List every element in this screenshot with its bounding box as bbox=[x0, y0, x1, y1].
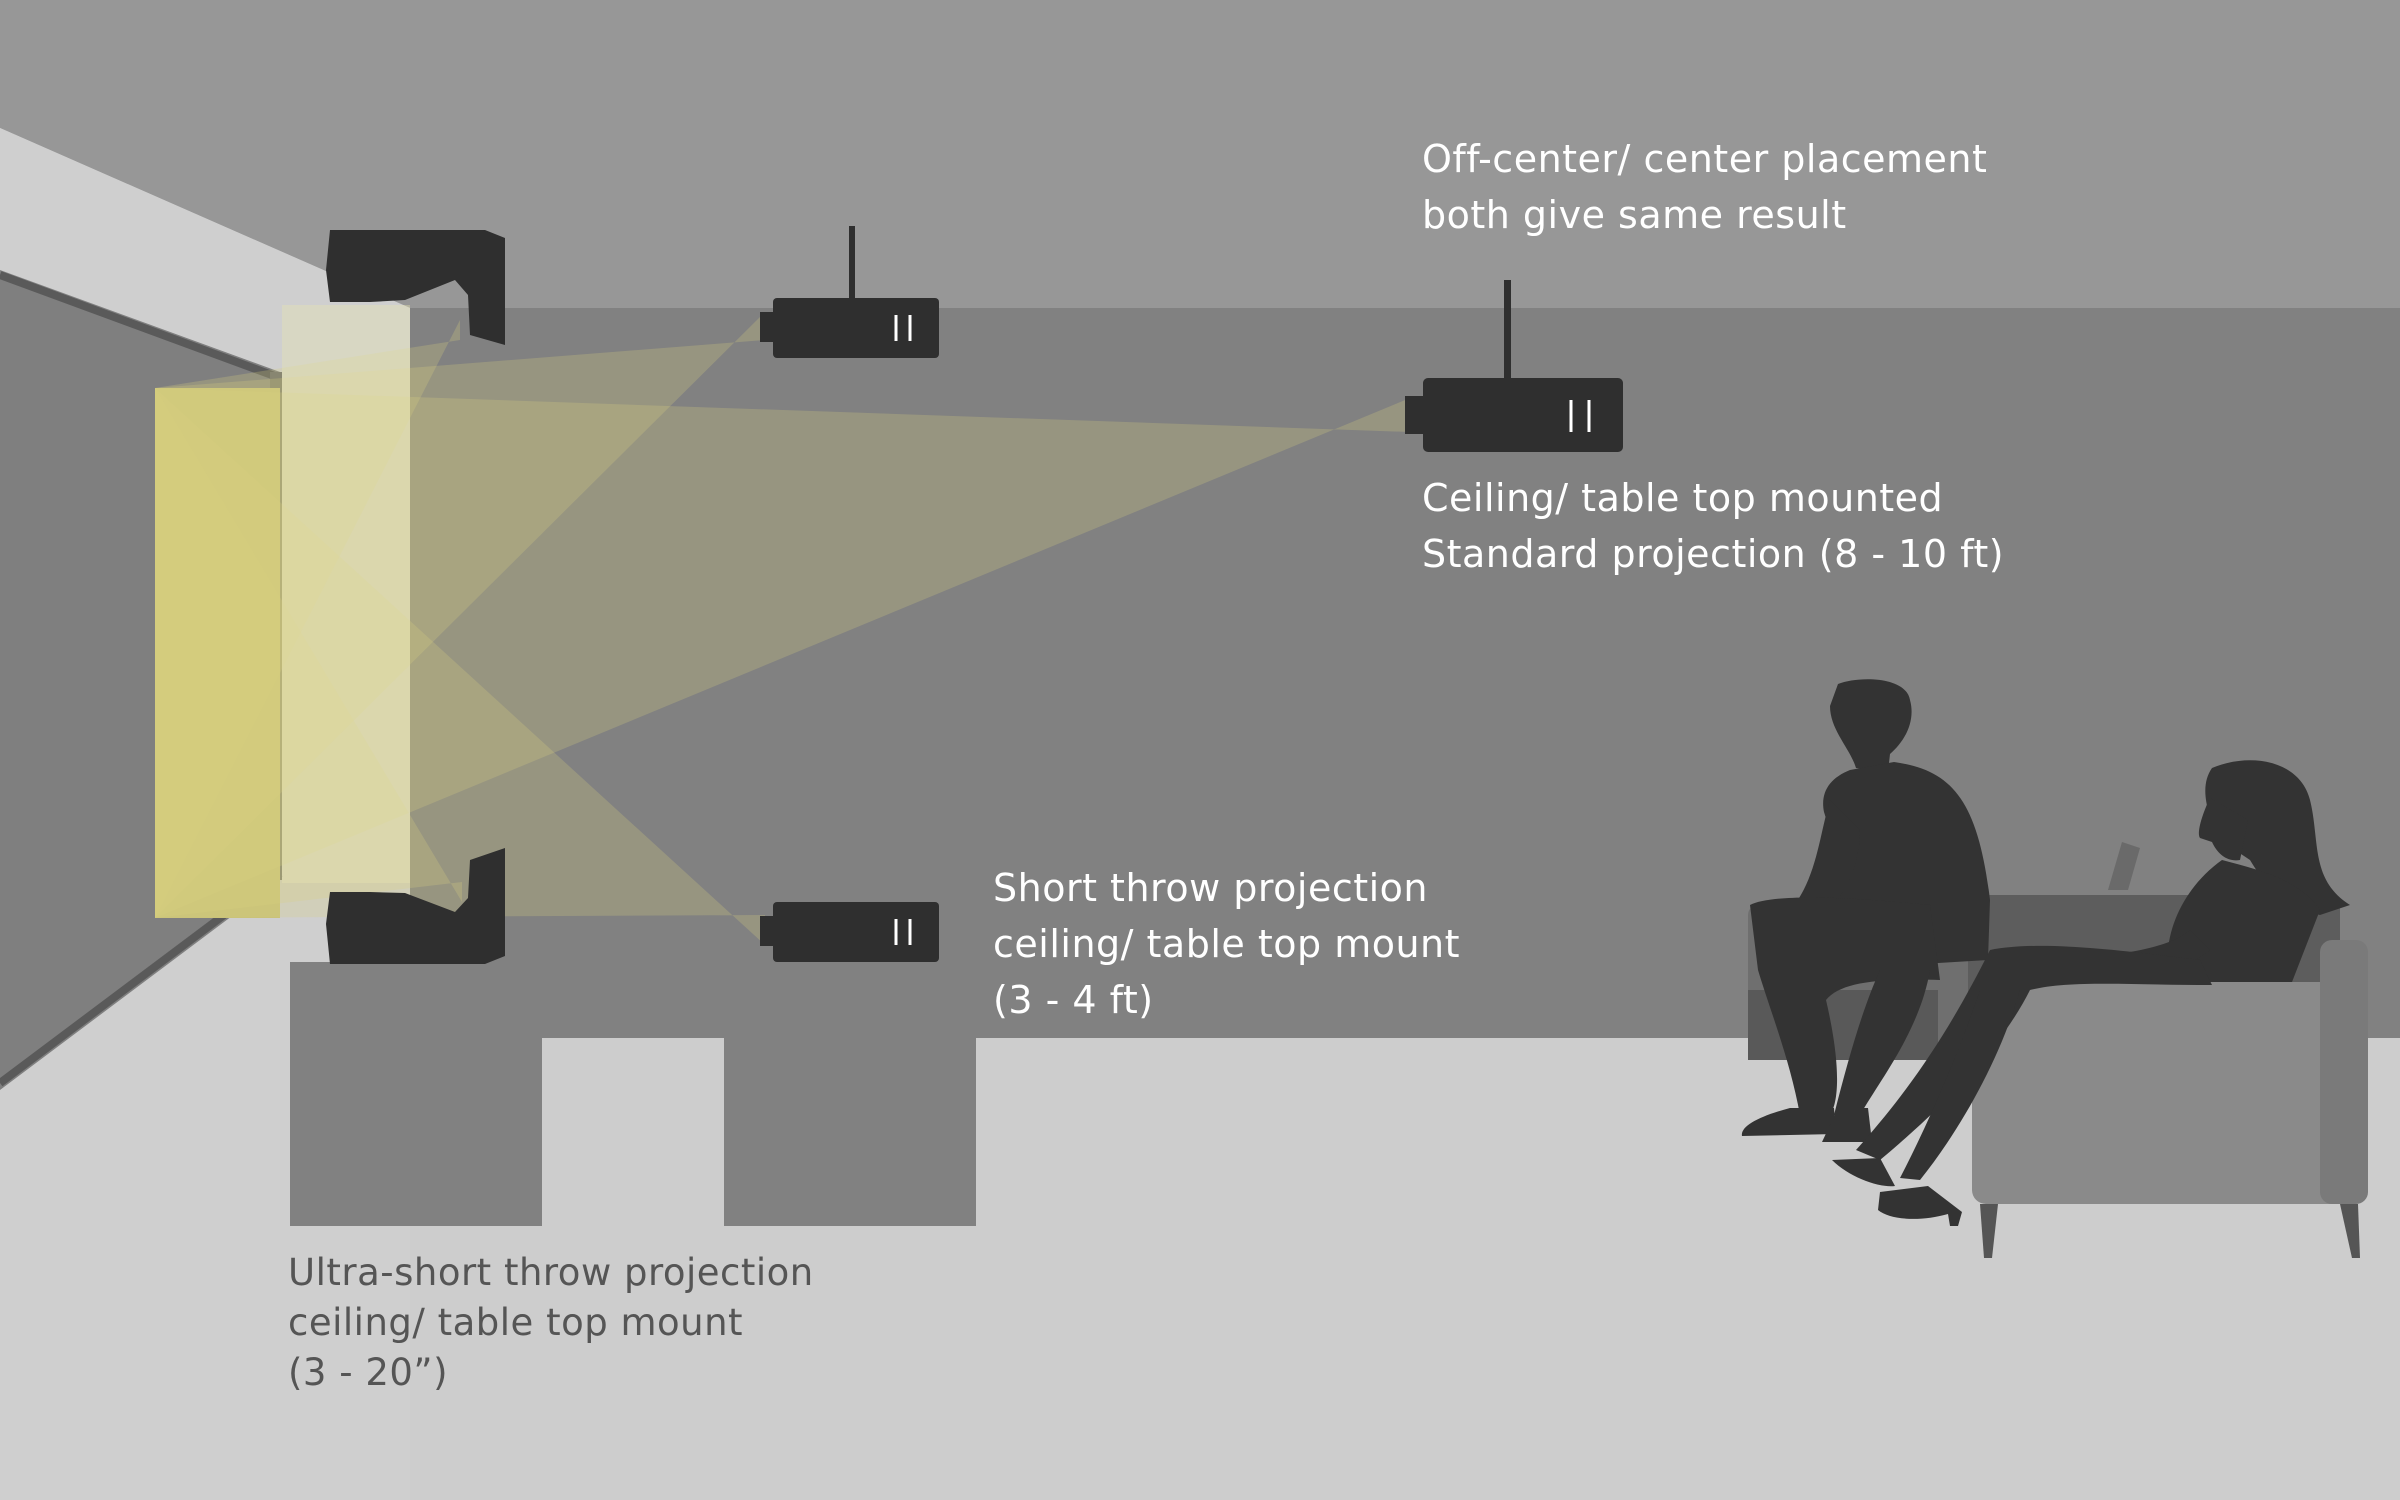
label-placement: Off-center/ center placement both give s… bbox=[1422, 131, 1987, 243]
label-ust-line2: ceiling/ table top mount bbox=[288, 1301, 744, 1344]
man-shoe bbox=[1741, 1108, 1836, 1136]
label-placement-line2: both give same result bbox=[1422, 193, 1847, 237]
label-short-throw-line1: Short throw projection bbox=[993, 866, 1429, 910]
body bbox=[1423, 378, 1623, 452]
man-head bbox=[1830, 679, 1912, 772]
woman-legs bbox=[1856, 945, 2212, 1160]
woman-hair bbox=[2205, 760, 2350, 915]
media-cabinet bbox=[290, 962, 976, 1226]
man-shoe bbox=[1822, 1108, 1872, 1142]
beam-top-off-center bbox=[155, 312, 765, 918]
label-standard-line1: Ceiling/ table top mounted bbox=[1422, 476, 1944, 520]
chair-leg bbox=[2340, 1204, 2360, 1258]
woman-silhouette bbox=[1832, 760, 2350, 1226]
ust-light-column bbox=[282, 305, 410, 883]
ceiling bbox=[0, 0, 2400, 308]
wall-edge-top bbox=[0, 271, 282, 382]
woman-face bbox=[2198, 798, 2248, 861]
antenna bbox=[849, 226, 855, 304]
chair-leg bbox=[1980, 1204, 1998, 1258]
projector-ceiling-off-center bbox=[760, 226, 939, 358]
woman-leg-back bbox=[1900, 990, 2020, 1180]
cabinet-right bbox=[724, 1038, 976, 1226]
remote-control bbox=[2108, 842, 2140, 890]
projector-short-throw bbox=[760, 902, 939, 962]
beam-standard bbox=[155, 388, 1410, 918]
woman-heel bbox=[1832, 1158, 1895, 1187]
cabinet-gap bbox=[542, 1038, 724, 1226]
projection-beams bbox=[155, 312, 1410, 945]
label-ultra-short-throw: Ultra-short throw projection ceiling/ ta… bbox=[288, 1248, 814, 1398]
beam-short-throw bbox=[155, 388, 765, 945]
label-short-throw: Short throw projection ceiling/ table to… bbox=[993, 860, 1460, 1028]
armchair bbox=[1972, 982, 2368, 1204]
man-legs bbox=[1750, 897, 1940, 1115]
label-ust-line3: (3 - 20”) bbox=[288, 1351, 449, 1394]
projection-screen bbox=[155, 388, 280, 918]
beam-ust-bottom bbox=[155, 388, 462, 918]
label-short-throw-line2: ceiling/ table top mount bbox=[993, 922, 1461, 966]
body bbox=[773, 298, 939, 358]
body bbox=[773, 902, 939, 962]
cabinet-top bbox=[290, 962, 976, 1038]
beam-ust-top bbox=[155, 320, 460, 918]
antenna bbox=[1504, 280, 1511, 386]
armchair-arm bbox=[2320, 940, 2368, 1204]
label-short-throw-line3: (3 - 4 ft) bbox=[993, 978, 1154, 1022]
ust-projector-ceiling bbox=[326, 230, 505, 345]
label-standard-line2: Standard projection (8 - 10 ft) bbox=[1422, 532, 2005, 576]
label-placement-line1: Off-center/ center placement bbox=[1422, 137, 1988, 181]
man-silhouette bbox=[1741, 679, 1990, 1142]
label-ust-line1: Ultra-short throw projection bbox=[288, 1251, 814, 1294]
projector-standard bbox=[1405, 280, 1623, 452]
woman-heel bbox=[1878, 1186, 1962, 1226]
man-leg-front bbox=[1834, 970, 1930, 1115]
label-standard-projection: Ceiling/ table top mounted Standard proj… bbox=[1422, 470, 2004, 582]
ust-projector-table bbox=[326, 848, 505, 964]
